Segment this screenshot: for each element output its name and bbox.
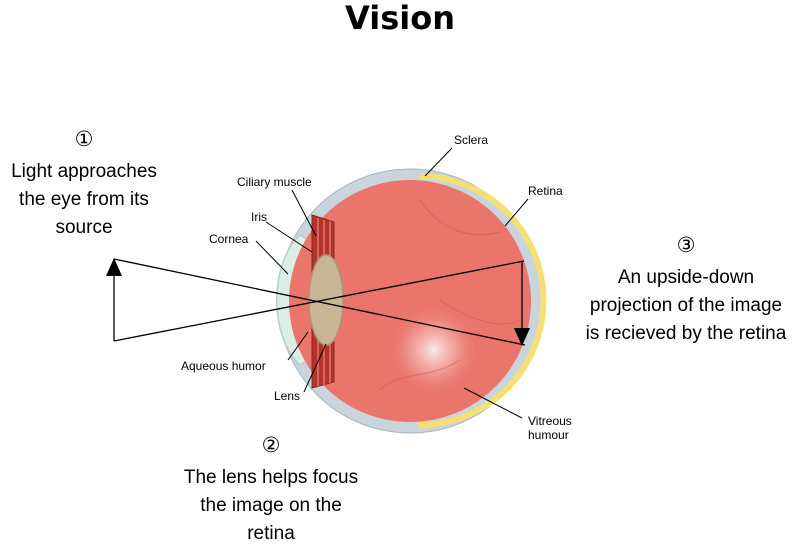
iris-leader [265,221,313,253]
label-vitreous-humour: Vitreous humour [528,414,572,442]
step-1: ① Light approaches the eye from its sour… [0,128,168,242]
light-ray-top [113,258,526,346]
label-sclera: Sclera [454,133,489,147]
step-3-number: ③ [676,234,696,257]
step-2-text: The lens helps focus the image on the re… [183,467,359,544]
source-arrowhead [106,258,122,276]
label-lens: Lens [274,389,301,403]
vitreous-glow [388,304,480,396]
page-title: Vision [345,0,455,37]
sclera-leader [424,147,453,177]
vitreous-humour-leader [463,387,523,419]
label-aqueous-humor: Aqueous humor [181,359,266,373]
label-iris: Iris [251,210,267,224]
step-1-number: ① [74,128,94,151]
projected-arrowhead [514,328,530,346]
ciliary-muscle-leader [291,189,317,237]
step-2: ② The lens helps focus the image on the … [164,434,378,548]
step-2-number: ② [261,434,281,457]
step-1-text: Light approaches the eye from its source [11,161,157,238]
label-ciliary-muscle: Ciliary muscle [237,175,312,189]
step-3: ③ An upside-down projection of the image… [572,234,800,348]
cornea-leader [255,240,289,275]
aqueous-humor-leader [287,331,309,361]
retina-leader [504,198,529,227]
retina-layer [417,173,547,429]
lens-leader [303,343,327,393]
light-ray-bottom [113,260,525,342]
label-cornea: Cornea [209,232,249,246]
label-retina: Retina [528,184,563,198]
step-3-text: An upside-down projection of the image i… [585,267,787,344]
blood-vessel [379,199,521,391]
